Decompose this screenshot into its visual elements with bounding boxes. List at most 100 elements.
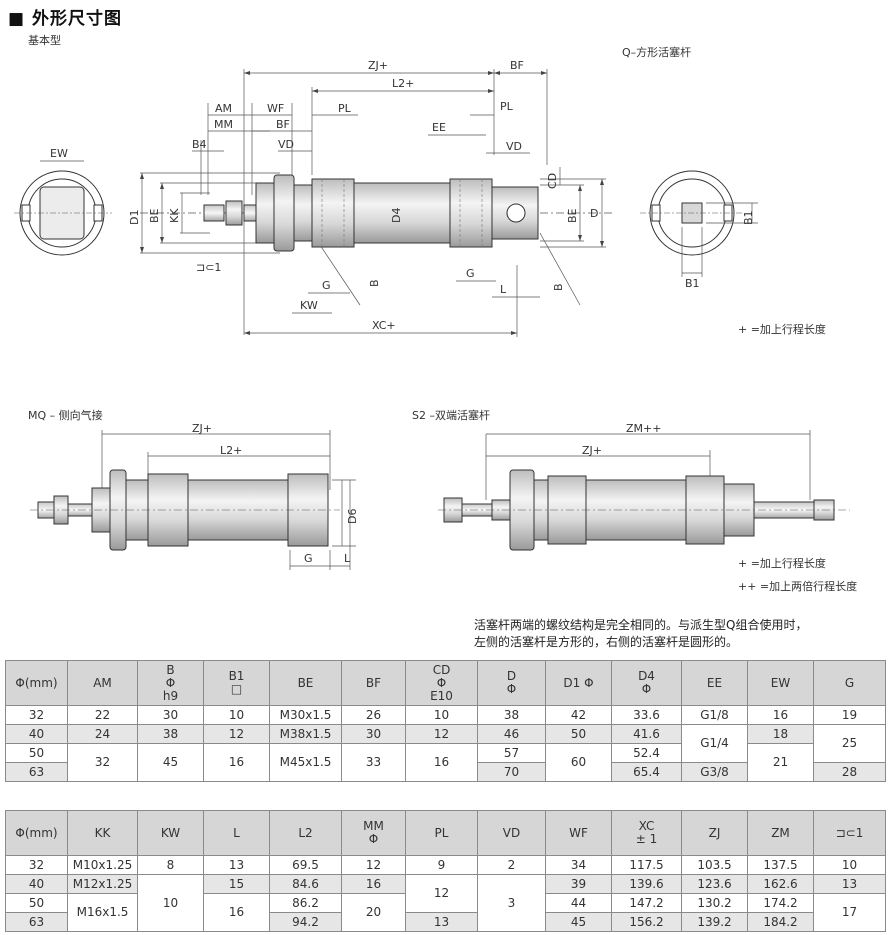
table-cell: 63 (5, 912, 68, 932)
label: KK (94, 825, 111, 840)
table-cell: 33 (341, 743, 406, 782)
dim-am: AM (215, 102, 232, 115)
table-cell: 25 (813, 724, 886, 763)
mq-dim-zj: ZJ+ (192, 422, 212, 435)
table-cell: 30 (341, 724, 406, 744)
table-cell: 38 (137, 724, 204, 744)
table-cell: 33.6 (611, 705, 682, 725)
table-cell: 32 (67, 743, 138, 782)
variant-label-q: Q–方形活塞杆 (622, 46, 692, 59)
stroke-note: + =加上行程长度 (738, 323, 826, 336)
dim-d4: D4 (390, 208, 403, 223)
dim-b1-bottom: B1 (685, 277, 700, 290)
table-cell: 139.2 (681, 912, 748, 932)
table-cell: 57 (477, 743, 546, 763)
table-cell: 70 (477, 762, 546, 782)
main-dimension-drawing: ZJ+ BF L2+ AM WF PL PL MM BF EE B4 VD VD… (14, 59, 758, 337)
table-cell: 16 (341, 874, 406, 894)
header-cell: L (203, 810, 270, 856)
table-cell: 16 (203, 893, 270, 932)
label: ± 1 (635, 832, 658, 846)
label: Φ (368, 832, 379, 846)
table-cell: 46 (477, 724, 546, 744)
label: B1 (228, 669, 245, 683)
table-cell: M45x1.5 (269, 743, 342, 782)
table-cell: 117.5 (611, 855, 682, 875)
table-cell: G1/4 (681, 724, 748, 763)
table-cell: 10 (813, 855, 886, 875)
header-cell: EW (747, 660, 814, 706)
dim-xc: XC+ (372, 319, 396, 332)
label: XC (638, 819, 655, 833)
label: D (506, 669, 517, 683)
s2-dim-zm: ZM++ (626, 422, 661, 435)
label: Φ (436, 675, 447, 690)
table-cell: 123.6 (681, 874, 748, 894)
dim-l2: L2+ (392, 77, 414, 90)
variant-label-mq: MQ – 侧向气接 (28, 409, 103, 422)
header-cell: BE (269, 660, 342, 706)
table-cell: M38x1.5 (269, 724, 342, 744)
dim-be-right: BE (566, 208, 579, 223)
table-cell: 21 (747, 743, 814, 782)
variant-label-s2: S2 –双端活塞杆 (412, 409, 490, 422)
table-cell: 40 (5, 724, 68, 744)
page-title: ■ 外形尺寸图 (8, 9, 122, 29)
s2-note-double-stroke: ++ =加上两倍行程长度 (738, 580, 858, 593)
table-cell: 45 (137, 743, 204, 782)
dim-d1: D1 (128, 210, 141, 225)
table-cell: G3/8 (681, 762, 748, 782)
dim-pl-right: PL (500, 100, 514, 113)
label: G (844, 675, 855, 690)
table-cell: 94.2 (269, 912, 342, 932)
table-cell: 30 (137, 705, 204, 725)
label: MM (363, 819, 384, 833)
table-cell: 162.6 (747, 874, 814, 894)
table-cell: 16 (747, 705, 814, 725)
table-cell: 12 (405, 874, 478, 913)
mq-dim-d6: D6 (346, 509, 359, 524)
table-cell: 60 (545, 743, 612, 782)
table-cell: M12x1.25 (67, 874, 138, 894)
dim-pl-left: PL (338, 102, 352, 115)
table-cell: 8 (137, 855, 204, 875)
table-cell: 40 (5, 874, 68, 894)
dim-mm: MM (214, 118, 233, 131)
dim-vd-right: VD (506, 140, 522, 153)
table-cell: 174.2 (747, 893, 814, 913)
dim-kw: KW (300, 299, 318, 312)
table-cell: 19 (813, 705, 886, 725)
label: ZM (771, 825, 790, 840)
table-cell: 65.4 (611, 762, 682, 782)
header-cell: BF (341, 660, 406, 706)
label: L2 (298, 825, 313, 840)
table-cell: 16 (203, 743, 270, 782)
dim-b-left: B (368, 279, 381, 287)
table-cell: 10 (203, 705, 270, 725)
label: AM (93, 675, 112, 690)
label: KW (160, 825, 181, 840)
mq-dim-g: G (304, 552, 313, 565)
table-cell: 84.6 (269, 874, 342, 894)
table-cell: 63 (5, 762, 68, 782)
table-cell: 13 (405, 912, 478, 932)
dim-d: D (590, 207, 598, 220)
table-cell: 10 (137, 874, 204, 932)
note-line-2: 左侧的活塞杆是方形的，右侧的活塞杆是圆形的。 (474, 635, 739, 649)
dim-kk: KK (168, 208, 181, 223)
dim-b1-right: B1 (742, 210, 755, 225)
dim-b-right: B (552, 283, 565, 291)
table-cell: 28 (813, 762, 886, 782)
label: PL (434, 825, 449, 840)
header-cell: ZJ (681, 810, 748, 856)
table-cell: 52.4 (611, 743, 682, 763)
